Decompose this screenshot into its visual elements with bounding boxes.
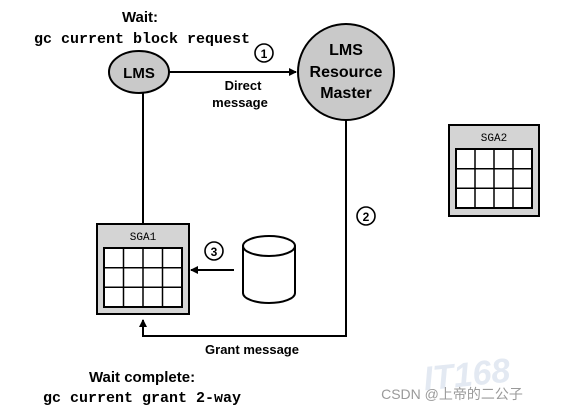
step-1-number: 1: [261, 47, 268, 61]
resource-master-node: LMS Resource Master: [297, 23, 395, 121]
wait-complete-label: Wait complete:: [89, 369, 195, 386]
direct-message-line-2: message: [212, 95, 268, 110]
master-line-2: Resource: [310, 64, 383, 81]
step-2-number: 2: [363, 210, 370, 224]
step-3-number: 3: [211, 245, 218, 259]
master-line-1: LMS: [329, 42, 363, 59]
sga2-label: SGA2: [481, 133, 507, 145]
grant-message-arrow: [139, 120, 347, 337]
wait-event-text: gc current block request: [34, 31, 250, 48]
wait-complete-event-text: gc current grant 2-way: [43, 390, 241, 407]
step-1-badge: 1: [254, 43, 274, 63]
sga1-label: SGA1: [130, 232, 157, 244]
master-line-3: Master: [320, 85, 372, 102]
grant-message-label: Grant message: [205, 342, 299, 357]
sga1-box: SGA1: [96, 223, 190, 315]
csdn-watermark: CSDN @上帝的二公子: [381, 386, 523, 402]
wait-label: Wait:: [122, 9, 158, 26]
lms-node-label: LMS: [123, 65, 155, 82]
disk-cylinder-icon: [242, 235, 296, 304]
step-3-badge: 3: [204, 241, 224, 261]
lms-node: LMS: [108, 50, 170, 94]
step-2-badge: 2: [356, 206, 376, 226]
it168-watermark-logo: IT168: [422, 352, 513, 399]
direct-message-line-1: Direct: [225, 78, 263, 93]
sga2-box: SGA2: [448, 124, 540, 217]
